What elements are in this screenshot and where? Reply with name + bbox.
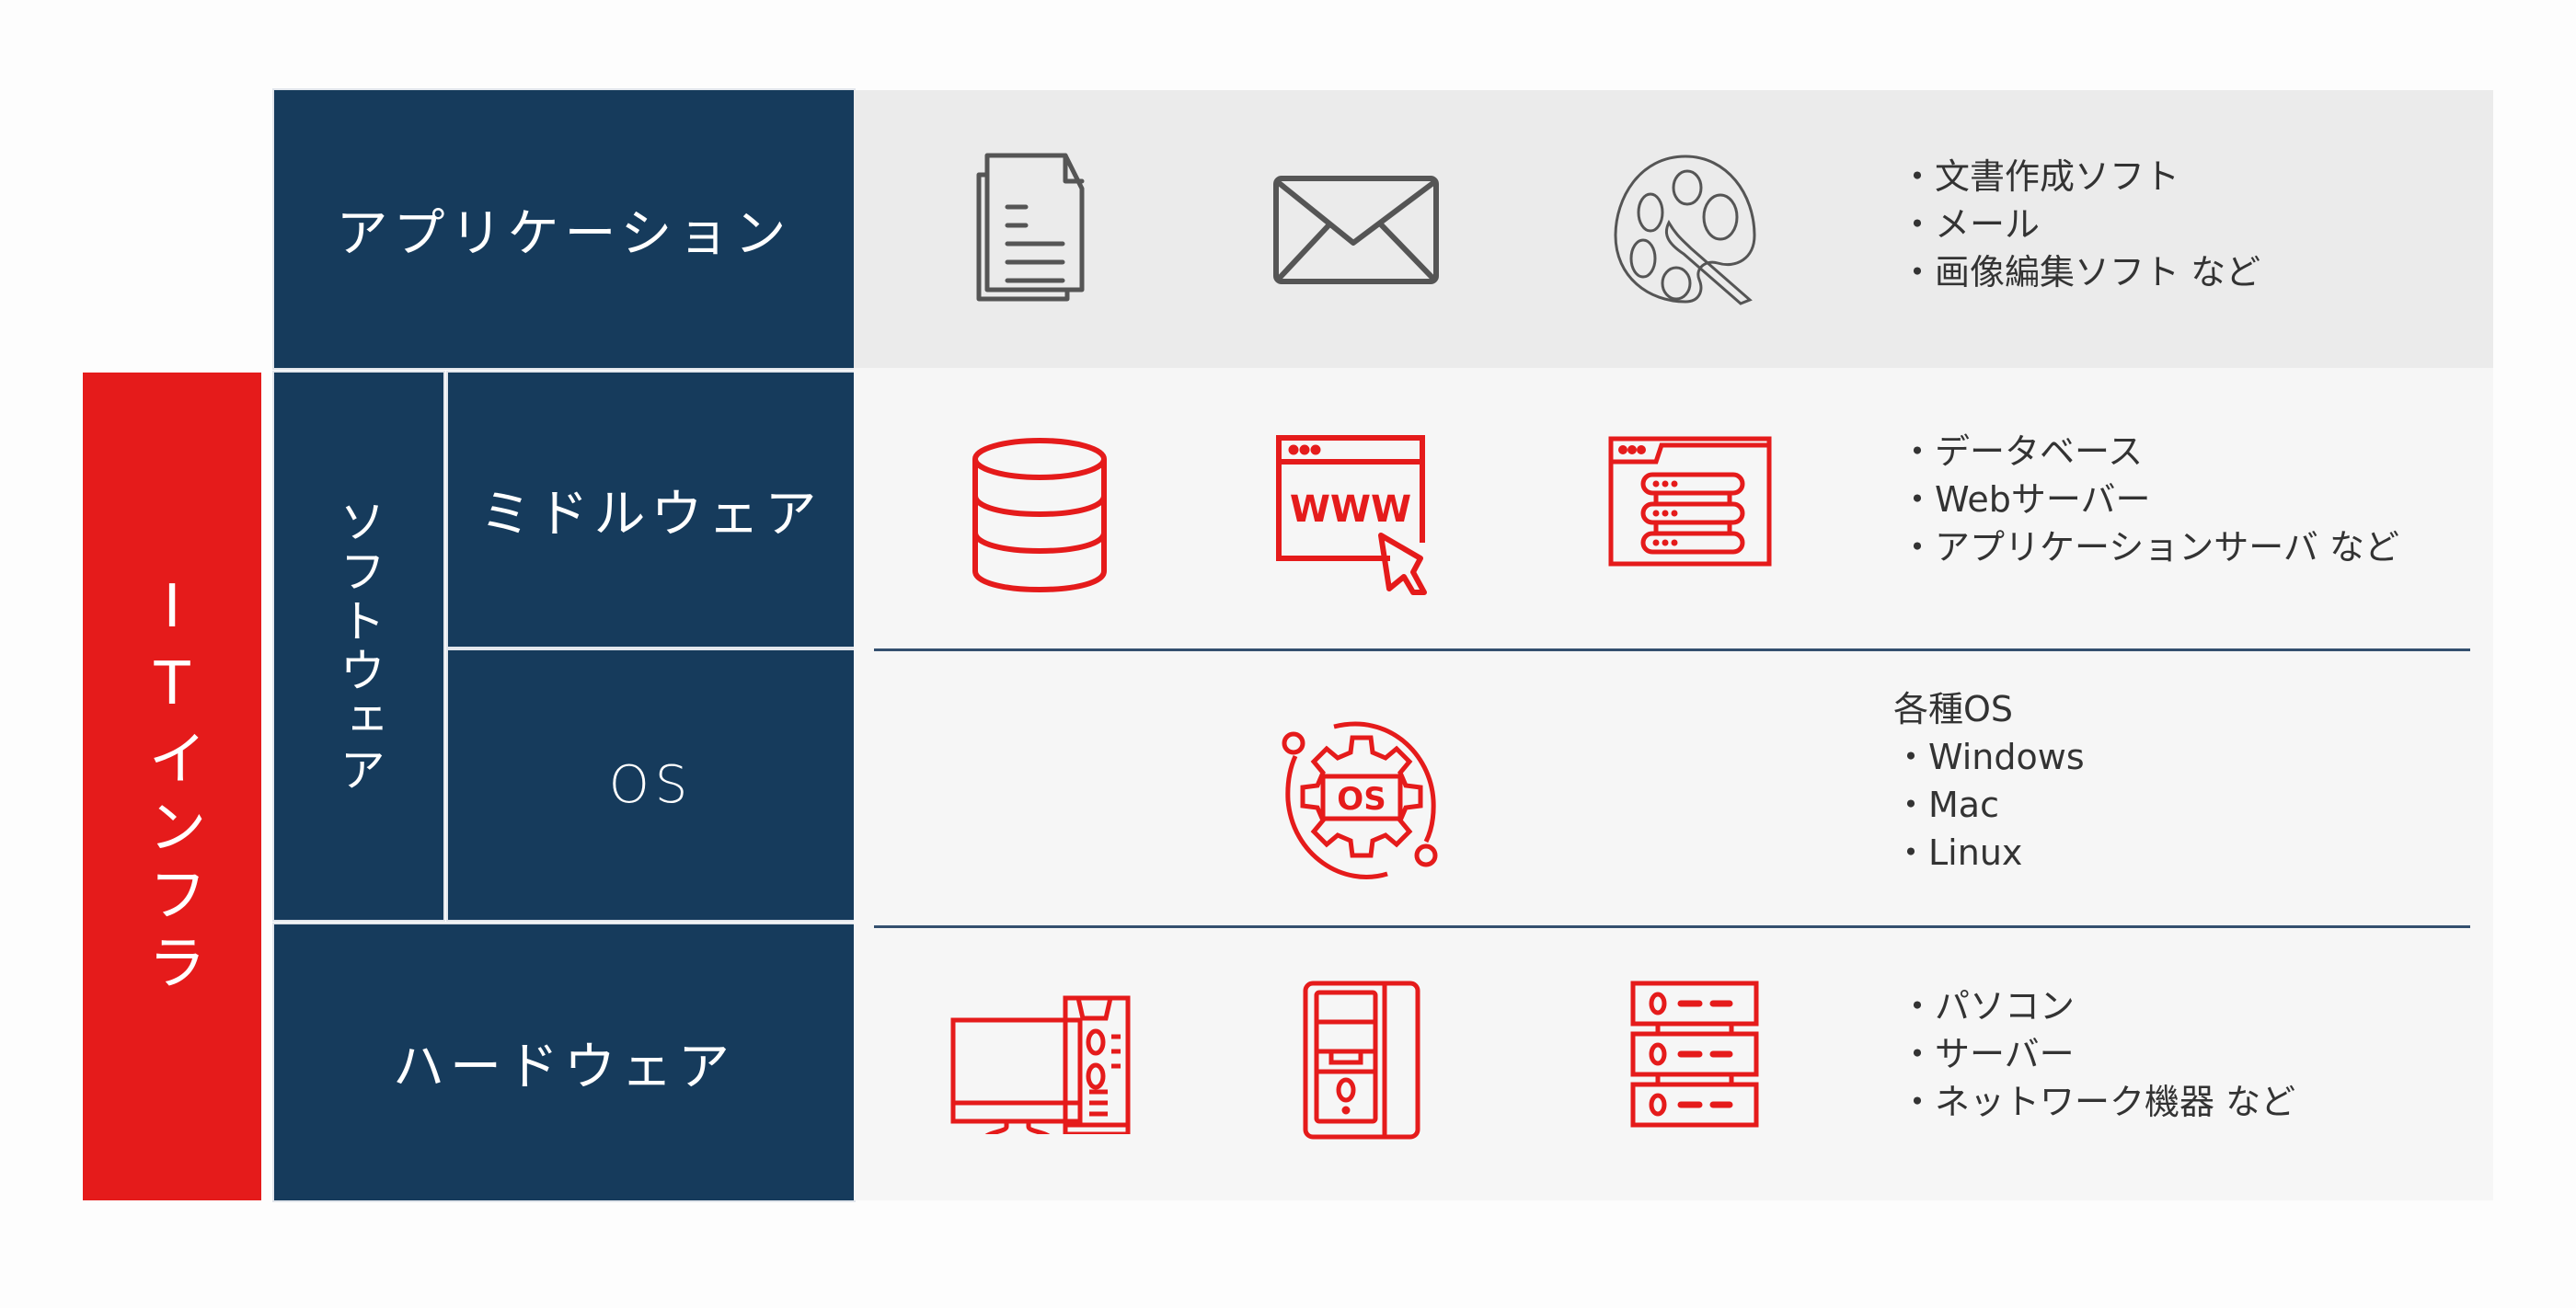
software-label: ソフトウェア: [332, 497, 385, 796]
hardware-item: サーバー: [1900, 1030, 2295, 1078]
os-layer-label-box: OS: [446, 648, 856, 922]
it-infra-label-box: ITインフラ: [83, 373, 261, 1200]
application-item: 画像編集ソフト など: [1900, 248, 2260, 296]
application-item: 文書作成ソフト: [1900, 153, 2260, 201]
os-description: 各種OS Windows Mac Linux: [1893, 685, 2085, 877]
middleware-item: アプリケーションサーバ など: [1900, 523, 2399, 571]
application-item: メール: [1900, 201, 2260, 248]
hardware-layer-label: ハードウェア: [393, 1037, 735, 1097]
web-browser-icon: WWW: [1275, 434, 1448, 595]
divider: [874, 648, 2470, 651]
os-icon-text: OS: [1337, 781, 1386, 818]
middleware-item: Webサーバー: [1900, 476, 2399, 523]
middleware-description: データベース Webサーバー アプリケーションサーバ など: [1900, 428, 2399, 571]
document-icon: [973, 152, 1102, 308]
os-item: Linux: [1893, 829, 2085, 877]
application-description: 文書作成ソフト メール 画像編集ソフト など: [1900, 153, 2260, 296]
os-item: Windows: [1893, 733, 2085, 781]
www-text: WWW: [1290, 488, 1411, 531]
hardware-item: パソコン: [1900, 982, 2295, 1030]
desktop-pc-icon: [949, 989, 1133, 1134]
os-heading: 各種OS: [1893, 689, 2014, 729]
mail-icon: [1272, 175, 1440, 285]
middleware-item: データベース: [1900, 428, 2399, 476]
middleware-layer-label-box: ミドルウェア: [446, 371, 856, 648]
middleware-layer-label: ミドルウェア: [479, 484, 822, 545]
hardware-description: パソコン サーバー ネットワーク機器 など: [1900, 982, 2295, 1126]
hardware-item: ネットワーク機器 など: [1900, 1078, 2295, 1126]
application-layer-label-box: アプリケーション: [272, 88, 856, 370]
app-server-icon: [1608, 436, 1772, 567]
os-item: Mac: [1893, 781, 2085, 829]
palette-icon: [1612, 153, 1759, 307]
os-gear-icon: OS: [1279, 717, 1444, 883]
software-label-box: ソフトウェア: [272, 371, 445, 922]
database-icon: [971, 437, 1109, 593]
application-layer-label: アプリケーション: [336, 203, 792, 264]
divider: [874, 925, 2470, 928]
server-rack-icon: [1630, 981, 1759, 1128]
hardware-layer-label-box: ハードウェア: [272, 923, 856, 1202]
os-layer-label: OS: [608, 755, 694, 815]
tower-pc-icon: [1302, 980, 1421, 1141]
it-infra-label: ITインフラ: [138, 573, 206, 1000]
